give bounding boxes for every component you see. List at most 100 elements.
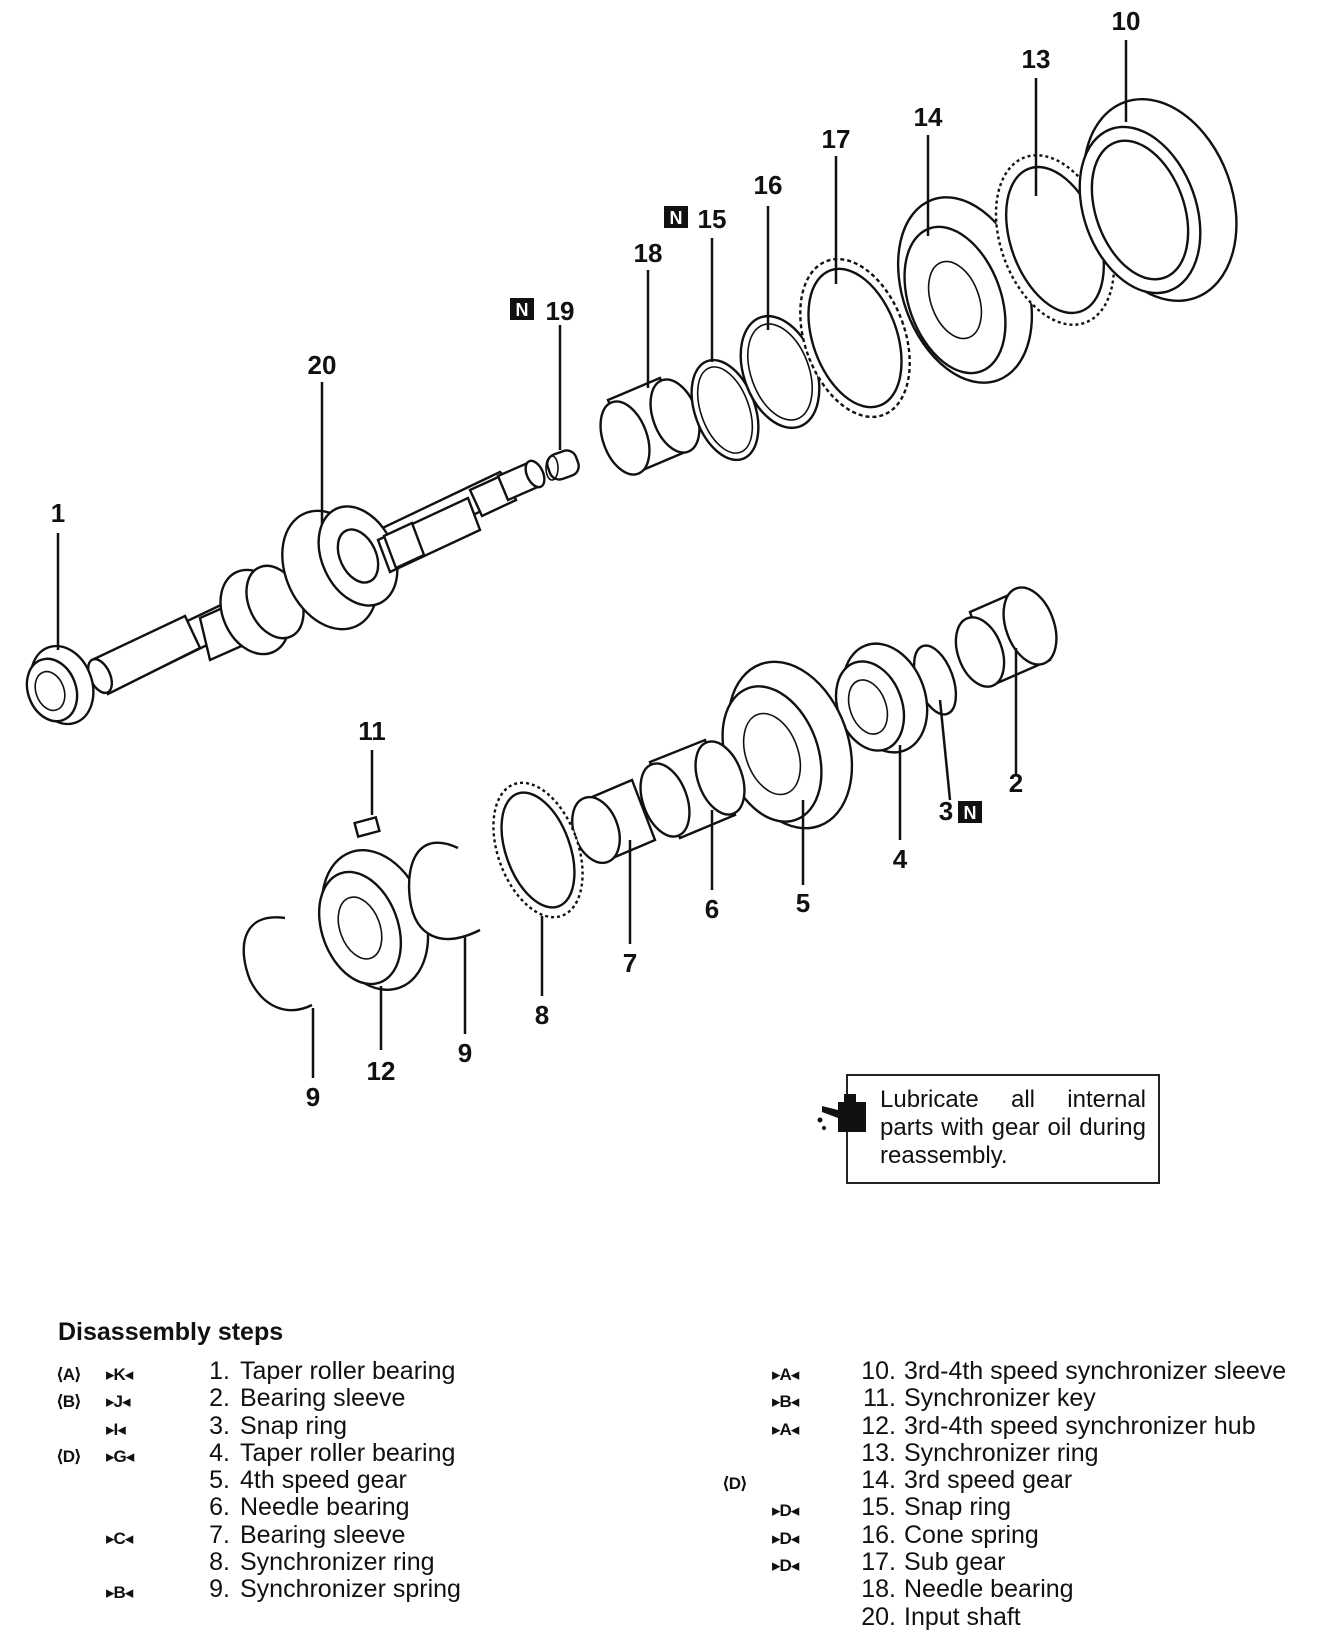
- step-row: ▸I◂ 3. Snap ring: [56, 1411, 616, 1440]
- install-mark: ▸C◂: [106, 1528, 133, 1548]
- callout-9-left: 9: [306, 1082, 320, 1112]
- collar-19: [545, 449, 580, 481]
- step-name: Taper roller bearing: [240, 1438, 456, 1467]
- step-marks: ⟨A⟩ ▸K◂: [56, 1358, 186, 1385]
- removal-mark: ⟨D⟩: [722, 1474, 748, 1494]
- step-marks: [720, 1440, 830, 1467]
- new-part-tag-19: N: [510, 298, 534, 320]
- step-number: 6.: [209, 1493, 230, 1522]
- callout-3: 3: [939, 796, 953, 826]
- install-mark: ▸A◂: [772, 1365, 799, 1384]
- callout-14: 14: [914, 102, 943, 132]
- callout-18: 18: [634, 238, 663, 268]
- step-name: Synchronizer ring: [904, 1438, 1099, 1467]
- input-shaft: [86, 459, 546, 696]
- shaft-gear-large: [281, 505, 399, 631]
- step-marks: [720, 1604, 830, 1631]
- step-number: 7.: [209, 1520, 230, 1549]
- needle-bearing-lower: [639, 738, 746, 840]
- step-number: 1.: [209, 1357, 230, 1385]
- step-name: Snap ring: [240, 1411, 348, 1440]
- synchronizer-sleeve: [1078, 98, 1238, 302]
- step-marks: ⟨D⟩▸G◂: [56, 1440, 186, 1467]
- step-row: 6. Needle bearing: [56, 1494, 616, 1521]
- step-name: 3rd speed gear: [904, 1466, 1073, 1495]
- step-number: 20.: [861, 1602, 896, 1631]
- exploded-view-diagram: 1 2 3 4 5 6 7 8 9 9 10 11 12 13 14 15 16…: [25, 6, 1238, 1112]
- synchronizer-hub: [317, 849, 430, 991]
- callout-20: 20: [308, 350, 337, 380]
- step-name: Cone spring: [904, 1520, 1039, 1549]
- oil-can-icon: [817, 1094, 866, 1132]
- step-row: ⟨D⟩▸G◂4.Taper roller bearing: [56, 1438, 616, 1467]
- step-name: Snap ring: [904, 1493, 1012, 1522]
- step-marks: ▸A◂: [720, 1413, 830, 1440]
- install-mark: ▸D◂: [772, 1528, 799, 1548]
- step-number: 5.: [209, 1466, 230, 1495]
- removal-mark: ⟨B⟩: [56, 1392, 82, 1412]
- removal-mark: ⟨D⟩: [56, 1446, 82, 1466]
- removal-mark: ⟨A⟩: [56, 1365, 82, 1384]
- install-mark: ▸B◂: [772, 1392, 799, 1412]
- step-row: ▸D◂ 17. Sub gear: [720, 1549, 1340, 1576]
- step-name: Sub gear: [904, 1548, 1006, 1577]
- step-row: ▸D◂ 16. Cone spring: [720, 1520, 1340, 1549]
- step-number: 15.: [861, 1493, 896, 1522]
- step-row: ▸A◂10.3rd-4th speed synchronizer sleeve: [720, 1358, 1340, 1385]
- taper-roller-bearing-4: [834, 642, 929, 754]
- steps-list-right: ▸A◂10.3rd-4th speed synchronizer sleeve▸…: [720, 1358, 1340, 1631]
- step-marks: ▸B◂: [720, 1385, 830, 1412]
- step-row: 20.Input shaft: [720, 1602, 1340, 1631]
- step-number: 16.: [861, 1520, 896, 1549]
- callout-15: 15: [698, 204, 727, 234]
- step-marks: ▸D◂: [720, 1549, 830, 1576]
- step-row: ⟨D⟩ 14. 3rd speed gear: [720, 1467, 1340, 1494]
- step-marks: [56, 1494, 186, 1521]
- svg-text:N: N: [670, 208, 683, 228]
- step-row: ▸A◂12.3rd-4th speed synchronizer hub: [720, 1411, 1340, 1440]
- bearing-sleeve-2: [954, 586, 1058, 688]
- step-name: Bearing sleeve: [240, 1520, 406, 1549]
- disassembly-steps-heading: Disassembly steps: [58, 1318, 284, 1346]
- step-row: ⟨A⟩ ▸K◂ 1. Taper roller bearing: [56, 1358, 616, 1385]
- step-name: Needle bearing: [240, 1493, 410, 1522]
- step-name: 3rd-4th speed synchronizer hub: [904, 1411, 1256, 1440]
- step-marks: ⟨D⟩: [720, 1467, 830, 1494]
- step-number: 17.: [861, 1548, 896, 1577]
- sub-gear: [799, 257, 911, 419]
- callout-12: 12: [367, 1056, 396, 1086]
- step-marks: ⟨B⟩▸J◂: [56, 1385, 186, 1412]
- callout-4: 4: [893, 844, 908, 874]
- step-number: 14.: [861, 1466, 896, 1495]
- step-number: 10.: [861, 1357, 896, 1385]
- callout-11: 11: [358, 716, 386, 746]
- install-mark: ▸A◂: [772, 1419, 799, 1439]
- step-row: 5.4th speed gear: [56, 1467, 616, 1494]
- step-name: Synchronizer key: [904, 1384, 1096, 1413]
- step-name: Taper roller bearing: [240, 1357, 456, 1385]
- steps-list-left: ⟨A⟩ ▸K◂ 1. Taper roller bearing ⟨B⟩▸J◂ 2. Bear…: [56, 1358, 616, 1604]
- bearing-sleeve-7: [571, 778, 657, 865]
- step-marks: [56, 1467, 186, 1494]
- step-marks: ▸I◂: [56, 1413, 186, 1440]
- install-mark: ▸K◂: [106, 1365, 133, 1384]
- leader-lines: [56, 40, 1128, 1078]
- install-mark: ▸D◂: [772, 1556, 799, 1576]
- step-marks: ▸A◂: [720, 1358, 830, 1385]
- step-number: 3.: [209, 1411, 230, 1440]
- callout-1: 1: [51, 498, 65, 528]
- step-name: Needle bearing: [904, 1575, 1074, 1604]
- synchronizer-ring-lower: [492, 781, 584, 919]
- new-part-tag-15: N: [664, 206, 688, 228]
- step-row: ⟨B⟩▸J◂2.Bearing sleeve: [56, 1385, 616, 1412]
- synchronizer-spring-right: [407, 841, 481, 941]
- step-row: 18.Needle bearing: [720, 1576, 1340, 1603]
- synchronizer-spring-left: [242, 916, 313, 1012]
- needle-bearing-upper: [599, 376, 701, 476]
- taper-roller-bearing-left: [25, 644, 95, 726]
- callout-labels: 1 2 3 4 5 6 7 8 9 9 10 11 12 13 14 15 16…: [51, 6, 1141, 1112]
- svg-text:N: N: [964, 803, 977, 823]
- step-number: 8.: [209, 1548, 230, 1577]
- lubrication-note: Lubricate all internal parts with gear o…: [817, 1074, 1160, 1184]
- step-number: 2.: [209, 1384, 230, 1413]
